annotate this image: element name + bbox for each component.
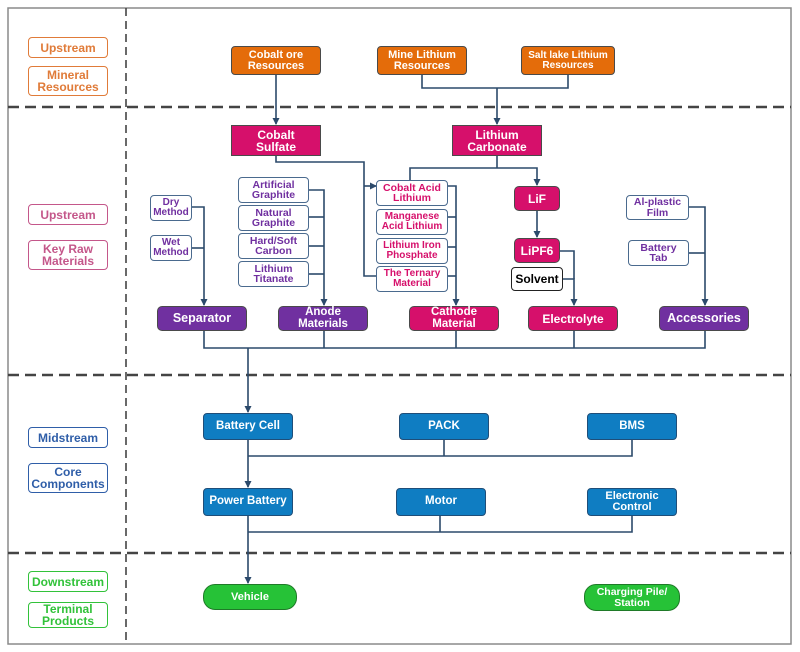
node-ternary-material: The Ternary Material xyxy=(376,266,448,292)
node-battery-tab: Battery Tab xyxy=(628,240,689,266)
node-hard-soft-carbon: Hard/Soft Carbon xyxy=(238,233,309,259)
node-al-plastic-film: Al-plastic Film xyxy=(626,195,689,220)
outer-frame xyxy=(7,7,792,645)
node-charging-pile-station: Charging Pile/ Station xyxy=(584,584,680,611)
upstream-tag-mineral: Upstream xyxy=(28,37,108,58)
node-artificial-graphite: Artificial Graphite xyxy=(238,177,309,203)
midstream-tag: Midstream xyxy=(28,427,108,448)
connector xyxy=(192,206,208,306)
node-anode-materials: Anode Materials xyxy=(278,306,368,331)
node-motor: Motor xyxy=(396,488,486,516)
node-cobalt-acid-lithium: Cobalt Acid Lithium xyxy=(376,180,448,206)
node-battery-cell: Battery Cell xyxy=(203,413,293,440)
node-lithium-titanate: Lithium Titanate xyxy=(238,261,309,287)
connector xyxy=(689,206,709,306)
connector xyxy=(563,278,578,306)
node-wet-method: Wet Method xyxy=(150,235,192,261)
connector xyxy=(309,189,328,306)
node-lithium-carbonate: Lithium Carbonate xyxy=(452,125,542,156)
node-solvent: Solvent xyxy=(511,267,563,291)
node-vehicle: Vehicle xyxy=(203,584,297,610)
connector xyxy=(203,331,706,349)
connector xyxy=(248,440,633,457)
downstream-tag: Downstream xyxy=(28,571,108,592)
node-lithium-iron-phosphate: Lithium Iron Phosphate xyxy=(376,238,448,264)
connector xyxy=(248,516,633,533)
node-power-battery: Power Battery xyxy=(203,488,293,516)
node-cathode-material: Cathode Material xyxy=(409,306,499,331)
node-dry-method: Dry Method xyxy=(150,195,192,221)
connector xyxy=(560,250,575,279)
node-manganese-acid-lithium: Manganese Acid Lithium xyxy=(376,209,448,235)
node-bms: BMS xyxy=(587,413,677,440)
node-mine-lithium-resources: Mine Lithium Resources xyxy=(377,46,467,75)
section-label-core-components: Core Components xyxy=(28,463,108,493)
node-natural-graphite: Natural Graphite xyxy=(238,205,309,231)
node-electrolyte: Electrolyte xyxy=(528,306,618,331)
node-cobalt-sulfate: Cobalt Sulfate xyxy=(231,125,321,156)
node-electronic-control: Electronic Control xyxy=(587,488,677,516)
node-salt-lake-lithium-resources: Salt lake Lithium Resources xyxy=(521,46,615,75)
upstream-tag-raw: Upstream xyxy=(28,204,108,225)
section-label-terminal-products: Terminal Products xyxy=(28,602,108,628)
node-cobalt-ore-resources: Cobalt ore Resources xyxy=(231,46,321,75)
node-lif: LiF xyxy=(514,186,560,211)
node-lipf6: LiPF6 xyxy=(514,238,560,263)
section-label-key-raw-materials: Key Raw Materials xyxy=(28,240,108,270)
connector xyxy=(409,167,541,186)
node-separator: Separator xyxy=(157,306,247,331)
connector xyxy=(448,185,460,306)
connector xyxy=(275,156,376,277)
node-accessories: Accessories xyxy=(659,306,749,331)
connector xyxy=(421,75,569,89)
node-pack: PACK xyxy=(399,413,489,440)
section-label-mineral-resources: Mineral Resources xyxy=(28,66,108,96)
